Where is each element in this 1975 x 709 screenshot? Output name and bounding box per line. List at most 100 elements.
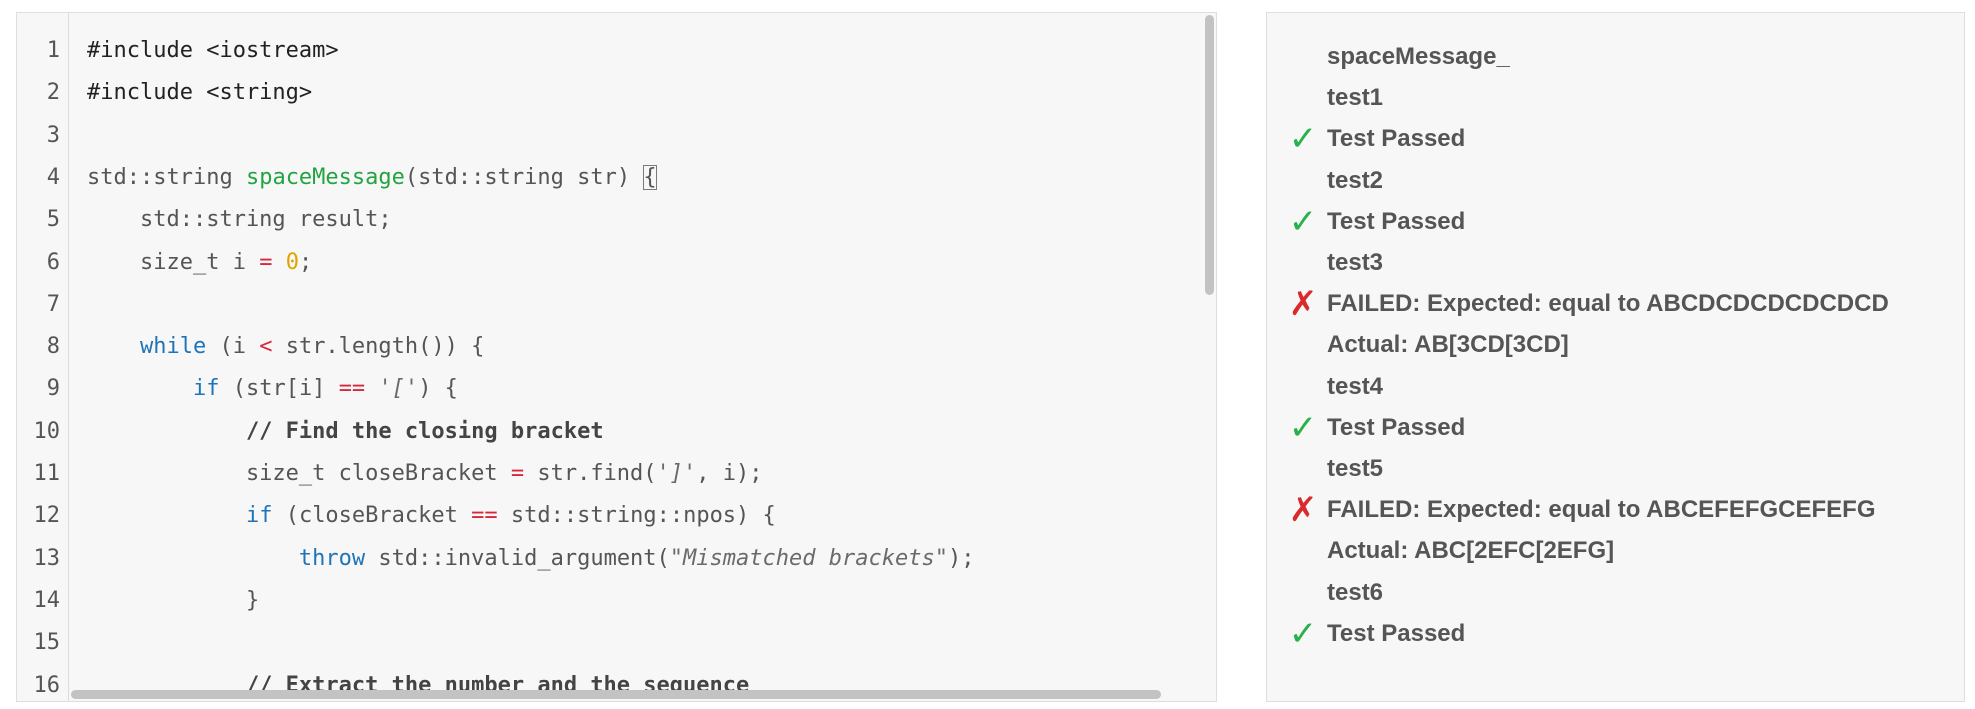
code-token [87,546,299,571]
line-number: 1 [46,38,60,63]
result-text: Test Passed [1327,207,1466,235]
code-line[interactable]: std::string result; [87,199,392,241]
code-token [87,503,246,528]
code-token: (std::string str) [404,164,644,190]
line-number: 4 [46,164,60,190]
code-token: std::string [87,164,246,190]
code-token: < [259,334,273,360]
line-number: 5 [46,207,60,233]
code-token: '[' [378,376,419,402]
code-token: ']' [656,461,697,486]
code-token [365,376,378,401]
code-token: { [643,164,657,190]
code-keyword: while [139,334,207,360]
test-failed-row: ✗FAILED: Expected: equal to ABCEFEFGCEFE… [1267,490,1964,530]
checkmark-icon: ✓ [1288,119,1318,160]
result-text: test1 [1327,84,1384,112]
line-number: 3 [46,122,60,148]
test-passed-row: ✓ Test Passed [1267,408,1964,448]
code-token: (i [206,334,260,360]
line-number: 16 [33,672,61,698]
code-line[interactable]: } [87,580,259,622]
code-token: ) { [418,376,458,402]
code-token [87,334,140,359]
line-number: 15 [33,630,61,656]
code-token: #include <iostream> [87,38,339,63]
vertical-scrollbar[interactable] [1205,15,1214,295]
code-line[interactable]: if (str[i] == '[') { [87,368,458,410]
line-number: 11 [33,461,61,486]
code-token: = [510,461,525,486]
result-label-row: test3 [1267,243,1964,283]
result-text: Actual: ABC[2EFC[2EFG] [1327,537,1615,565]
result-label-row: spaceMessage_ [1267,37,1964,77]
test-failed-row: ✗FAILED: Expected: equal to ABCDCDCDCDCD… [1267,284,1964,324]
code-token: } [87,587,260,613]
result-text: FAILED: Expected: equal to ABCDCDCDCDCDC… [1327,290,1889,318]
code-token: #include <string> [87,80,313,106]
code-token: == [338,376,366,402]
code-token: std::string result; [87,207,392,233]
code-line[interactable]: size_t closeBracket = str.find(']', i); [87,453,763,495]
result-label-row: test6 [1267,573,1964,613]
code-keyword: if [245,503,273,529]
test-passed-row: ✓ Test Passed [1267,202,1964,242]
code-line[interactable]: while (i < str.length()) { [87,326,484,368]
result-label-row: test5 [1267,449,1964,489]
code-token: = [259,249,273,275]
code-keyword: throw [298,545,366,571]
result-text: test3 [1327,249,1384,276]
line-number: 10 [33,418,61,444]
line-number: 13 [33,545,61,571]
result-text: Test Passed [1327,619,1466,647]
result-label-row: test1 [1267,78,1964,118]
result-text: spaceMessage_ [1327,43,1510,70]
code-token: std::invalid_argument( [365,545,670,571]
code-token: (str[i] [219,376,339,402]
code-token: std::string::npos) { [497,503,776,529]
test-passed-row: ✓ Test Passed [1267,614,1964,654]
code-line[interactable]: std::string spaceMessage(std::string str… [87,157,657,199]
result-label-row: test2 [1267,161,1964,201]
cross-icon: ✗ [1288,490,1318,531]
code-line[interactable]: throw std::invalid_argument("Mismatched … [87,538,975,580]
line-number: 2 [46,80,60,106]
code-line[interactable]: size_t i = 0; [87,242,312,284]
code-line[interactable]: // Find the closing bracket [87,411,604,453]
code-token: str.find( [524,461,657,486]
result-text: test2 [1327,166,1384,194]
line-number: 8 [46,334,60,360]
result-text: Test Passed [1327,413,1466,441]
code-token: (closeBracket [272,503,472,529]
code-token: size_t closeBracket [87,461,511,486]
code-token: "Mismatched brackets" [669,545,948,571]
checkmark-icon: ✓ [1288,201,1318,242]
result-text: Test Passed [1327,125,1466,153]
horizontal-scrollbar[interactable] [71,690,1161,699]
code-token: size_t i [87,249,260,275]
line-number: 7 [46,291,60,317]
code-token: ; [298,249,313,275]
line-number: 12 [33,503,61,529]
line-number: 9 [46,376,60,402]
result-text: test5 [1327,455,1384,482]
result-text: test6 [1327,578,1384,606]
test-passed-row: ✓ Test Passed [1267,119,1964,159]
code-line[interactable]: if (closeBracket == std::string::npos) { [87,495,776,537]
code-token: spaceMessage [245,164,405,190]
result-text: test4 [1327,372,1384,400]
code-keyword: if [192,376,220,402]
checkmark-icon: ✓ [1288,613,1318,654]
line-number: 14 [33,587,61,613]
code-token: , i); [696,461,763,486]
test-results-panel: spaceMessage_ test1 ✓ Test Passed test2 ✓ Test… [1266,12,1965,702]
code-token [272,250,285,275]
code-token: == [471,503,498,529]
checkmark-icon: ✓ [1288,407,1318,448]
code-line[interactable]: #include <string> [87,72,312,114]
code-token: 0 [285,249,299,275]
code-line[interactable]: #include <iostream> [87,30,339,72]
code-comment: // Find the closing bracket [87,418,604,444]
